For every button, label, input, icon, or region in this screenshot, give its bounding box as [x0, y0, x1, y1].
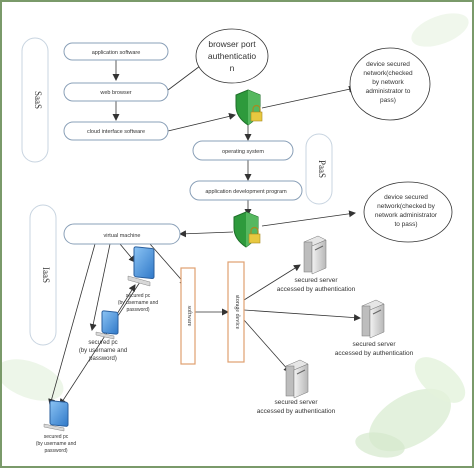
- svg-text:secured pc: secured pc: [126, 293, 151, 299]
- virtual-machine-box: virtual machine: [63, 223, 181, 245]
- svg-text:virtual machine: virtual machine: [104, 233, 141, 239]
- svg-text:password): password): [126, 307, 149, 313]
- svg-text:software: software: [186, 306, 193, 327]
- application-development-program-box: application development program: [189, 180, 303, 201]
- desktop-pc-icon: [127, 246, 155, 287]
- browser-port-authentication-callout: browser port authenticatio n: [195, 28, 269, 84]
- svg-text:secured server: secured server: [353, 341, 397, 348]
- svg-text:browser port: browser port: [208, 39, 256, 49]
- svg-text:secured pc: secured pc: [44, 434, 69, 440]
- svg-text:application development progra: application development program: [205, 189, 287, 195]
- server-tower-icon: [361, 299, 385, 339]
- svg-text:web browser: web browser: [99, 90, 131, 96]
- svg-text:secured pc: secured pc: [88, 340, 117, 346]
- svg-text:(by username and: (by username and: [118, 300, 159, 306]
- secured-pc-label-2: secured pc (by username and password): [79, 340, 127, 362]
- iaas-label: IaaS: [41, 267, 51, 283]
- secured-server-label-1: secured server accessed by authenticatio…: [277, 277, 356, 293]
- shield-lock-icon: [233, 211, 261, 248]
- server-tower-icon: [285, 359, 309, 399]
- desktop-pc-icon: [43, 400, 69, 432]
- svg-text:device secured: device secured: [384, 194, 428, 201]
- svg-text:accessed by authentication: accessed by authentication: [257, 408, 336, 415]
- desktop-pc-icon: [95, 310, 119, 340]
- secured-server-label-2: secured server accessed by authenticatio…: [335, 341, 414, 357]
- paas-panel: PaaS: [305, 133, 333, 205]
- svg-text:to pass): to pass): [394, 221, 417, 228]
- connector-lines: [48, 59, 361, 406]
- svg-text:accessed by authentication: accessed by authentication: [335, 350, 414, 357]
- svg-text:network administrator: network administrator: [375, 212, 438, 219]
- device-secured-network-callout-1: device secured network(checked by networ…: [349, 47, 431, 121]
- svg-text:storage device: storage device: [234, 295, 240, 330]
- secured-pc-label-3: secured pc (by username and password): [36, 434, 77, 454]
- svg-text:network(checked: network(checked: [363, 70, 413, 77]
- svg-text:network(checked by: network(checked by: [377, 203, 436, 210]
- svg-text:(by username and: (by username and: [36, 441, 77, 447]
- secured-server-label-3: secured server accessed by authenticatio…: [257, 399, 336, 415]
- svg-text:pass): pass): [380, 97, 396, 104]
- svg-text:cloud interface software: cloud interface software: [87, 129, 145, 135]
- storage-device-box: storage device: [227, 261, 245, 363]
- svg-text:device secured: device secured: [366, 61, 410, 68]
- svg-text:application software: application software: [92, 50, 141, 56]
- paas-label: PaaS: [317, 160, 327, 178]
- svg-text:by network: by network: [372, 79, 404, 86]
- saas-label: SaaS: [33, 91, 43, 109]
- shield-lock-icon: [235, 89, 263, 126]
- application-software-box: application software: [63, 42, 169, 61]
- saas-panel: SaaS: [21, 37, 49, 163]
- svg-text:accessed by authentication: accessed by authentication: [277, 286, 356, 293]
- svg-text:authenticatio: authenticatio: [208, 51, 256, 61]
- device-secured-network-callout-2: device secured network(checked by networ…: [363, 181, 453, 243]
- cloud-interface-software-box: cloud interface software: [63, 121, 169, 141]
- svg-text:secured server: secured server: [275, 399, 319, 406]
- operating-system-box: operating system: [192, 140, 294, 161]
- svg-text:secured server: secured server: [295, 277, 339, 284]
- svg-text:administrator to: administrator to: [366, 88, 411, 95]
- server-tower-icon: [303, 235, 327, 275]
- svg-text:n: n: [230, 63, 235, 73]
- software-box: software: [180, 267, 196, 365]
- svg-text:password): password): [89, 356, 117, 362]
- svg-text:(by username and: (by username and: [79, 348, 127, 354]
- secured-pc-label-1: secured pc (by username and password): [118, 293, 159, 313]
- svg-text:operating system: operating system: [222, 149, 264, 155]
- web-browser-box: web browser: [63, 82, 169, 102]
- iaas-panel: IaaS: [29, 204, 57, 346]
- svg-text:password): password): [44, 448, 67, 454]
